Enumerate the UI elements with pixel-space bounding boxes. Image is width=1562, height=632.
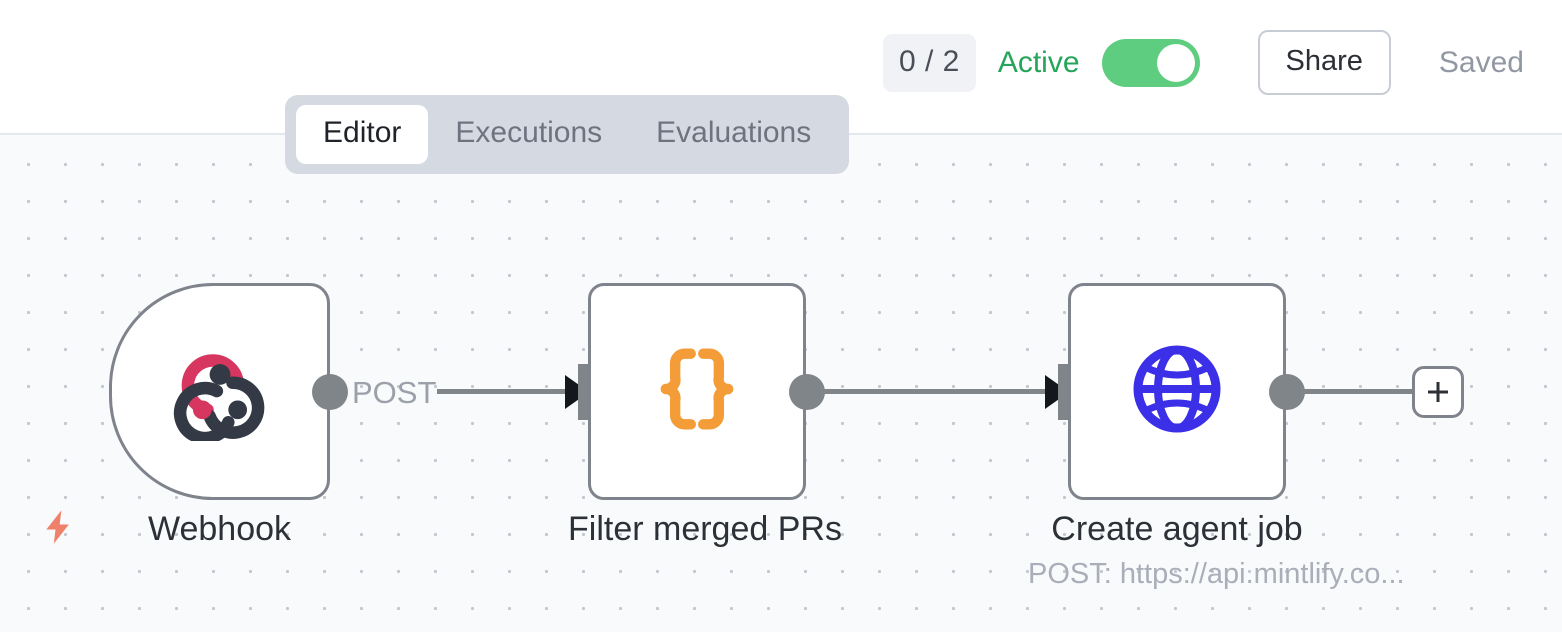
node-create-agent-job-label: Create agent job xyxy=(1051,510,1303,548)
curly-braces-icon xyxy=(645,337,749,446)
active-status-label: Active xyxy=(997,45,1080,79)
plus-icon xyxy=(1428,382,1448,402)
node-filter-output-port[interactable] xyxy=(789,374,825,410)
node-create-agent-job-sublabel: POST: https://api.mintlify.co... xyxy=(1028,558,1405,590)
toggle-knob xyxy=(1156,43,1195,82)
node-webhook-output-port[interactable] xyxy=(312,374,348,410)
tab-executions[interactable]: Executions xyxy=(455,116,603,149)
edge-http-to-add[interactable] xyxy=(1300,389,1414,394)
workflow-canvas[interactable]: Webhook POST Filter merged PRs xyxy=(0,135,1562,632)
node-webhook[interactable] xyxy=(109,283,330,500)
globe-icon xyxy=(1127,339,1227,444)
node-webhook-label: Webhook xyxy=(147,510,292,548)
edge-webhook-to-filter[interactable] xyxy=(437,389,573,394)
tab-bar: Editor Executions Evaluations xyxy=(285,95,850,174)
edge-filter-to-http[interactable] xyxy=(820,389,1046,394)
tab-editor[interactable]: Editor xyxy=(296,105,429,164)
tab-evaluations[interactable]: Evaluations xyxy=(656,116,812,149)
add-node-button[interactable] xyxy=(1412,366,1464,418)
share-button[interactable]: Share xyxy=(1257,30,1391,95)
node-filter-merged-prs[interactable] xyxy=(588,283,806,500)
node-create-agent-job[interactable] xyxy=(1068,283,1286,500)
edge-label-post: POST xyxy=(352,375,437,410)
lightning-bolt-icon xyxy=(38,503,78,556)
node-filter-merged-prs-label: Filter merged PRs xyxy=(568,510,842,548)
webhook-icon xyxy=(168,337,272,446)
saved-status-label: Saved xyxy=(1438,45,1524,79)
header-actions: 0 / 2 Active Share Saved xyxy=(882,30,1524,95)
active-toggle[interactable] xyxy=(1101,38,1200,87)
node-http-output-port[interactable] xyxy=(1269,374,1305,410)
execution-count-badge: 0 / 2 xyxy=(882,33,976,92)
